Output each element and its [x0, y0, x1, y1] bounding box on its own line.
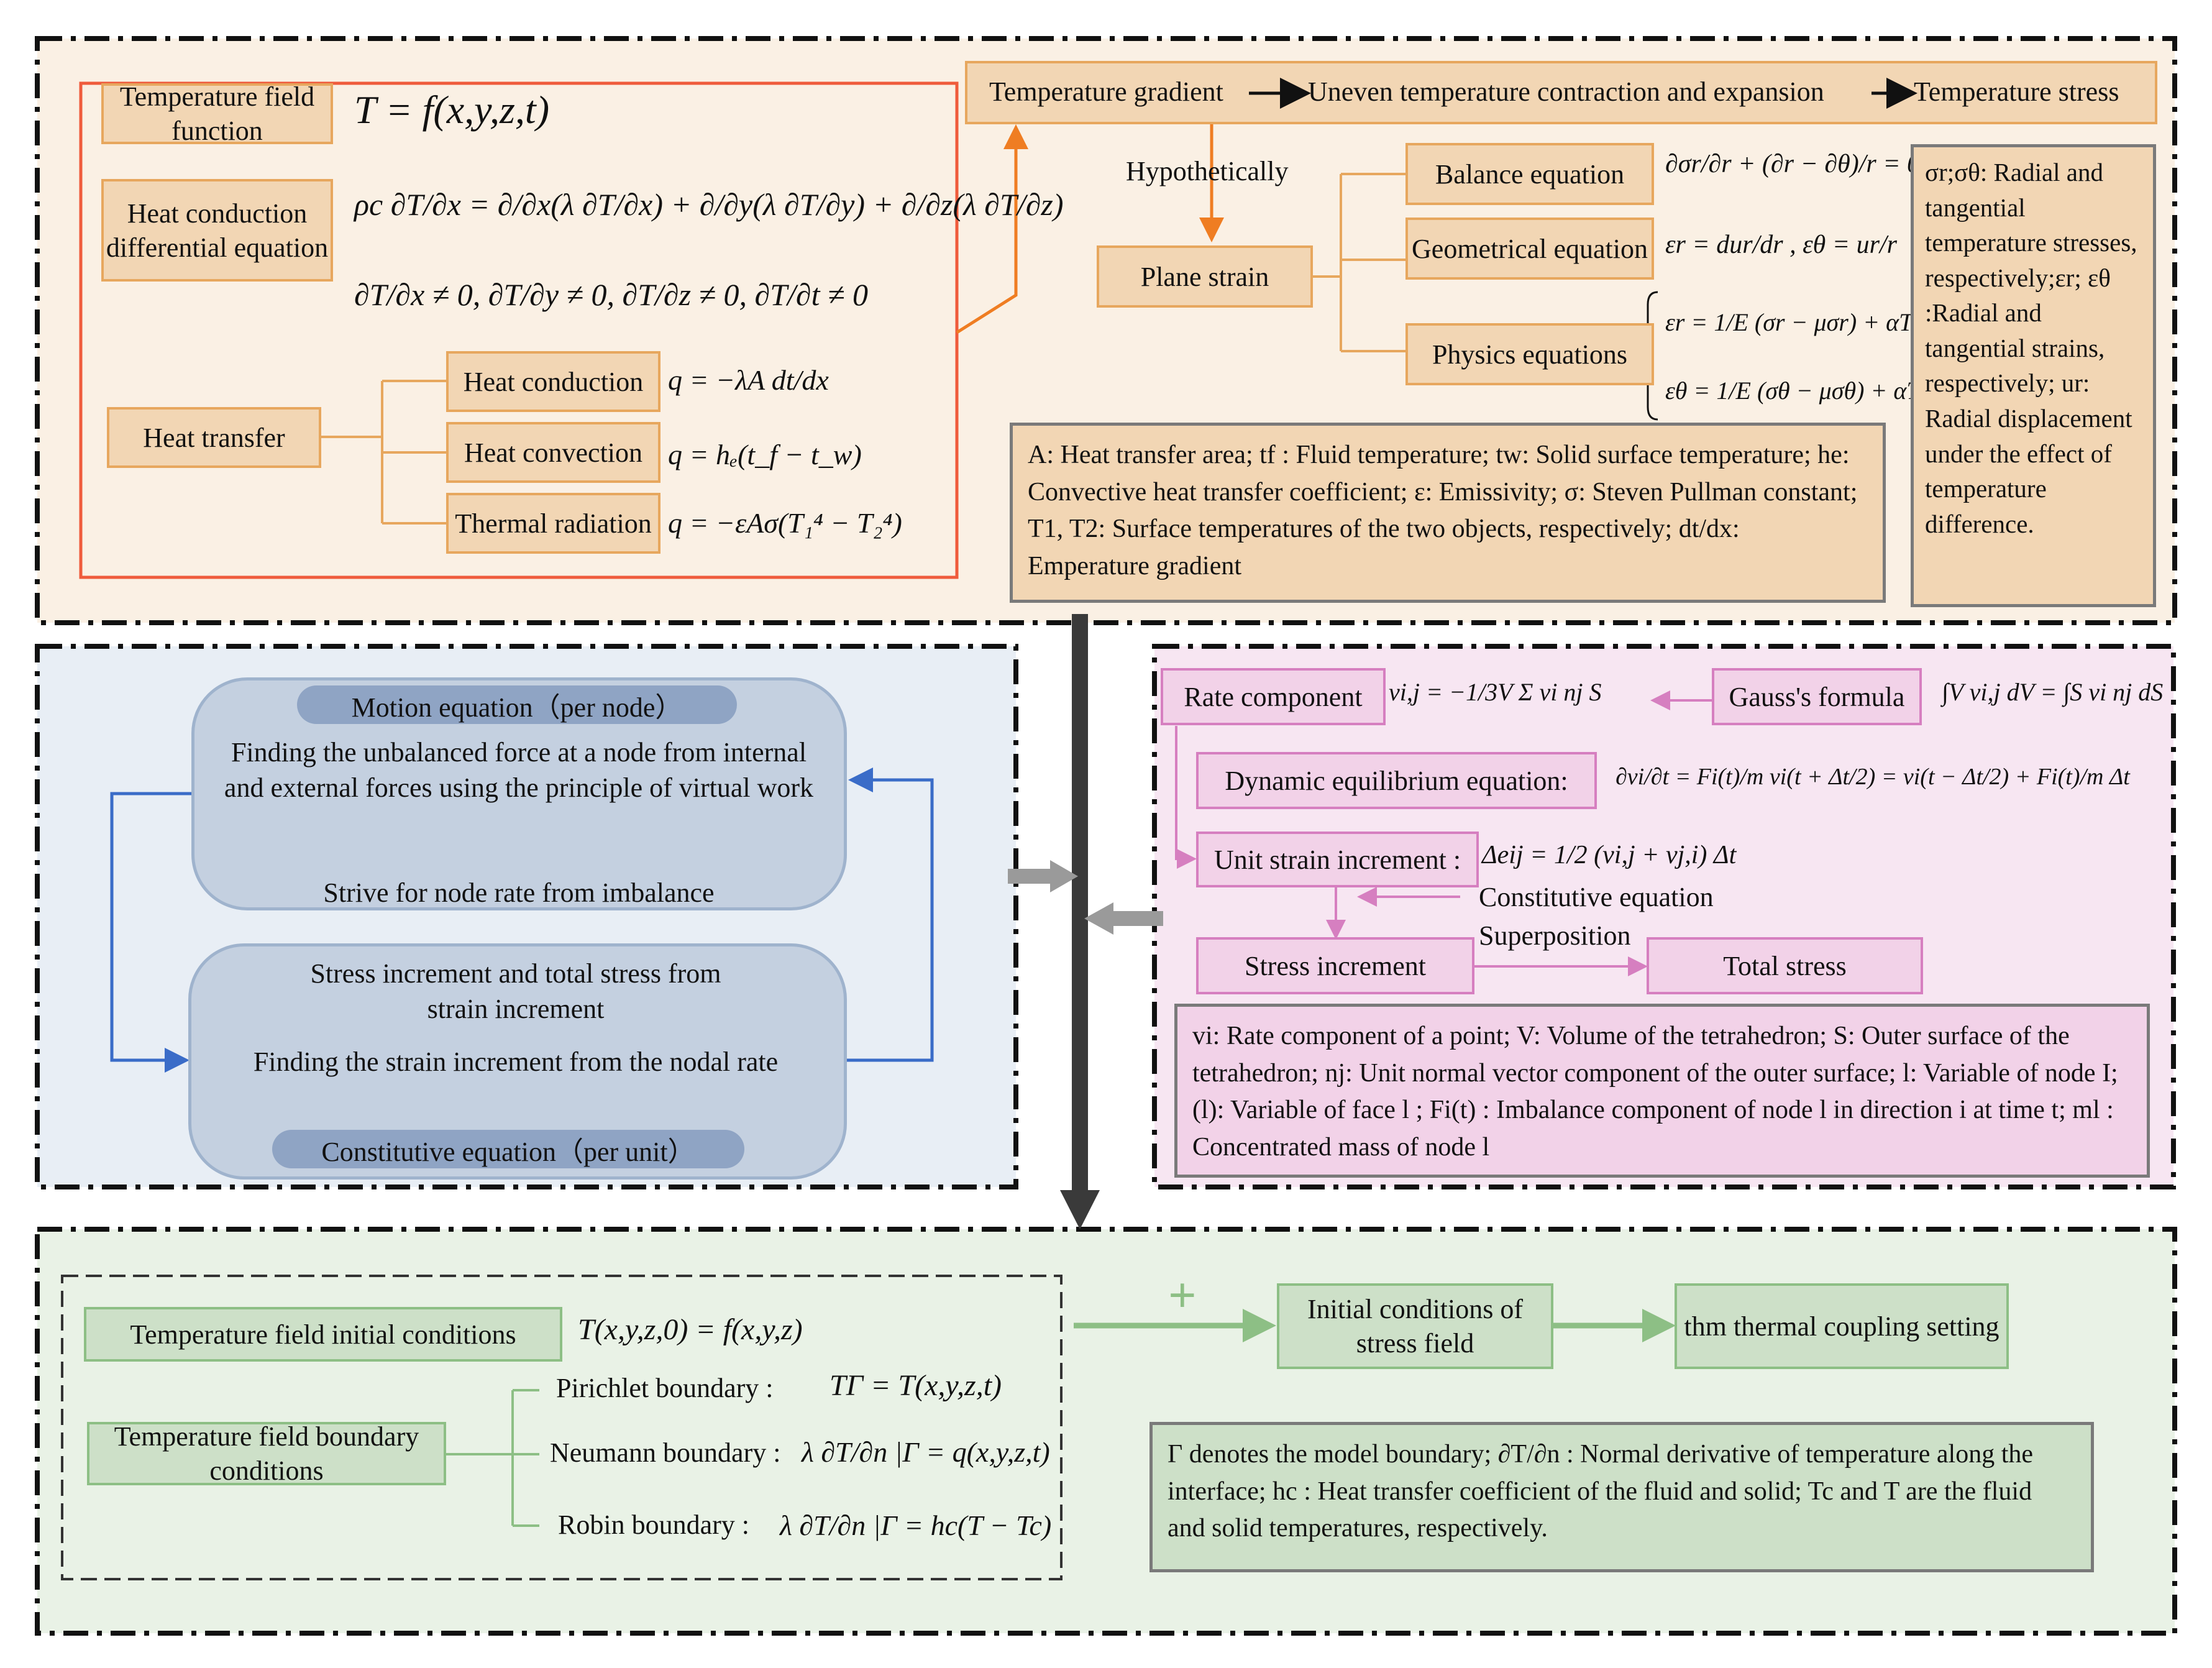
eq-initial-condition: T(x,y,z,0) = f(x,y,z): [578, 1313, 803, 1346]
gauss-formula-box: Gauss's formula: [1712, 668, 1922, 725]
pirichlet-label: Pirichlet boundary :: [556, 1373, 774, 1403]
thm-coupling-box: thm thermal coupling setting: [1675, 1283, 2009, 1369]
eq-geometrical: εr = dur/dr , εθ = ur/r: [1665, 231, 1897, 259]
motion-equation-pill: Motion equation（per node）: [297, 685, 737, 724]
hypothetically-label: Hypothetically: [1126, 156, 1289, 186]
finding-strain-text: Finding the strain increment from the no…: [253, 1047, 779, 1077]
chain-uneven-contraction: Uneven temperature contraction and expan…: [1308, 76, 1824, 107]
heat-symbols-note: A: Heat transfer area; tf : Fluid temper…: [1010, 423, 1886, 603]
plus-sign: +: [1168, 1268, 1197, 1323]
eq-convection: q = hₑ(t_f − t_w): [668, 439, 862, 470]
eq-conduction: q = −λA dt/dx: [668, 364, 829, 396]
heat-transfer-box: Heat transfer: [107, 407, 321, 468]
constitutive-equation-label: Constitutive equation: [1479, 882, 1714, 912]
physics-equations-box: Physics equations: [1405, 323, 1654, 385]
boundary-symbols-note: Γ denotes the model boundary; ∂T/∂n : No…: [1149, 1422, 2094, 1572]
heat-conduction-box: Heat conduction: [446, 351, 660, 412]
thermal-radiation-box: Thermal radiation: [446, 493, 660, 554]
plane-strain-box: Plane strain: [1097, 245, 1313, 308]
eq-pirichlet: TΓ = T(x,y,z,t): [830, 1369, 1002, 1402]
unit-strain-increment-box: Unit strain increment :: [1196, 832, 1479, 887]
eq-heat-pde: ρc ∂T/∂x = ∂/∂x(λ ∂T/∂x) + ∂/∂y(λ ∂T/∂y)…: [354, 187, 1064, 222]
heat-conduction-diff-box: Heat conduction differential equation: [101, 179, 333, 282]
strive-node-rate-text: Strive for node rate from imbalance: [323, 878, 715, 908]
constitutive-pill: Constitutive equation（per unit）: [272, 1130, 744, 1168]
eq-balance: ∂σr/∂r + (∂r − ∂θ)/r = 0: [1665, 150, 1921, 178]
robin-label: Robin boundary :: [558, 1510, 749, 1540]
eq-physics-tangential: εθ = 1/E (σθ − μσθ) + αT: [1665, 377, 1921, 405]
eq-rate-component: vi,j = −1/3V Σ vi nj S: [1389, 678, 1602, 706]
chain-temperature-gradient: Temperature gradient: [989, 76, 1223, 107]
chain-temperature-stress: Temperature stress: [1914, 76, 2119, 107]
eq-neumann: λ ∂T/∂n |Γ = q(x,y,z,t): [802, 1436, 1050, 1468]
stress-increment-box: Stress increment: [1196, 937, 1474, 994]
rate-component-box: Rate component: [1161, 668, 1386, 725]
heat-convection-box: Heat convection: [446, 422, 660, 483]
stress-increment-text: Stress increment and total stress from s…: [310, 958, 721, 1025]
total-stress-box: Total stress: [1647, 937, 1923, 994]
tf-initial-conditions-box: Temperature field initial conditions: [84, 1307, 562, 1362]
eq-nonzero-gradients: ∂T/∂x ≠ 0, ∂T/∂y ≠ 0, ∂T/∂z ≠ 0, ∂T/∂t ≠…: [354, 277, 868, 312]
stress-symbols-note: σr;σθ: Radial and tangential temperature…: [1911, 144, 2156, 607]
dynamic-equilibrium-box: Dynamic equilibrium equation:: [1196, 752, 1597, 809]
eq-gauss: ∫V vi,j dV = ∫S vi nj dS: [1942, 678, 2164, 706]
balance-equation-box: Balance equation: [1405, 143, 1654, 205]
initial-stress-box: Initial conditions of stress field: [1277, 1283, 1553, 1369]
superposition-label: Superposition: [1479, 920, 1631, 951]
eq-strain-increment: Δeij = 1/2 (vi,j + vj,i) Δt: [1482, 841, 1737, 869]
eq-physics-radial: εr = 1/E (σr − μσr) + αT: [1665, 308, 1913, 336]
eq-robin: λ ∂T/∂n |Γ = hc(T − Tc): [780, 1510, 1052, 1541]
eq-temperature-function: T = f(x,y,z,t): [354, 88, 549, 132]
eq-radiation: q = −εAσ(T₁⁴ − T₂⁴): [668, 507, 902, 539]
node-symbols-note: vi: Rate component of a point; V: Volume…: [1174, 1004, 2150, 1178]
unbalanced-force-text: Finding the unbalanced force at a node f…: [224, 737, 814, 804]
tf-boundary-conditions-box: Temperature field boundary conditions: [87, 1421, 446, 1486]
geometrical-equation-box: Geometrical equation: [1405, 218, 1654, 280]
neumann-label: Neumann boundary :: [550, 1437, 781, 1468]
eq-dynamic-equilibrium: ∂vi/∂t = Fi(t)/m vi(t + Δt/2) = vi(t − Δ…: [1616, 764, 2130, 790]
temp-field-function-box: Temperature field function: [101, 81, 333, 146]
